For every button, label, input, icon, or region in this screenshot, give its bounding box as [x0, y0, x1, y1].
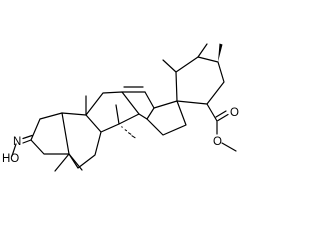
atom-label-carbonyl-oxygen: O	[230, 107, 239, 119]
wedge-methyl-c20	[218, 43, 223, 62]
methyl-groups	[54, 43, 223, 172]
oxime-group	[11, 134, 33, 157]
ring-b	[61, 112, 102, 169]
ring-d	[138, 91, 187, 136]
atom-label-nitrogen: N	[13, 136, 21, 148]
ester-group	[206, 103, 237, 152]
structure-diagram: O O N HO	[2, 43, 239, 172]
molecule-canvas: O O N HO	[2, 43, 239, 172]
atom-label-ester-oxygen: O	[213, 136, 222, 148]
ring-e	[175, 56, 225, 105]
double-bond-c12-c13	[121, 86, 146, 93]
ring-c	[85, 91, 140, 133]
atom-label-hydroxyl: HO	[2, 153, 19, 165]
hashed-methyl-c14	[121, 126, 136, 139]
